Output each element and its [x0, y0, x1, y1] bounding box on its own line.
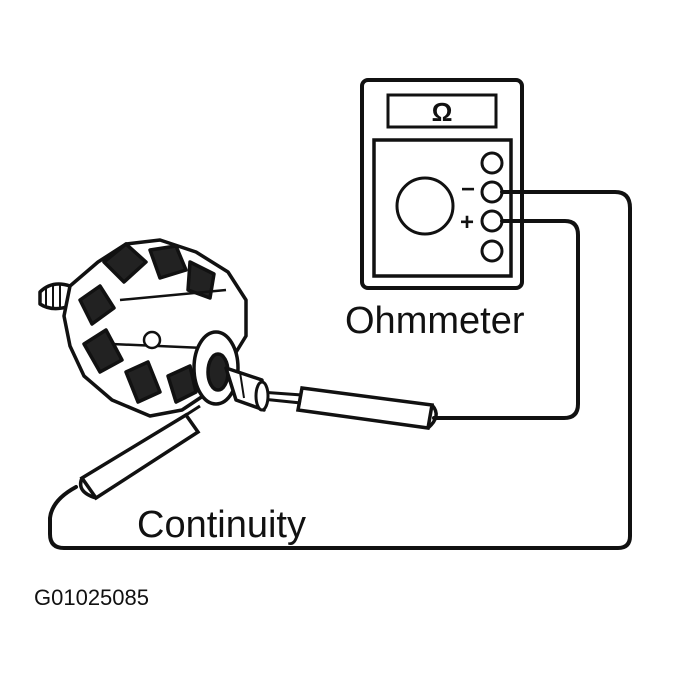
alternator-rotor [38, 238, 270, 418]
jack-1 [480, 151, 504, 175]
ohmmeter-display [386, 93, 498, 129]
ohmmeter-panel [372, 138, 513, 278]
claw-pole-2 [148, 244, 188, 280]
continuity-label: Continuity [137, 504, 306, 546]
positive-lead-wire [432, 219, 580, 420]
negative-lead-wire [48, 190, 632, 550]
positive-probe [259, 386, 438, 430]
ohm-symbol: Ω [432, 97, 453, 127]
slip-ring [206, 352, 230, 392]
jack-minus [480, 180, 504, 204]
claw-pole-5 [82, 328, 124, 374]
test-leads [48, 190, 632, 550]
jack-4 [480, 239, 504, 263]
minus-terminal-label: − [461, 176, 475, 203]
ohmmeter-label: Ohmmeter [345, 300, 525, 342]
figure-id: G01025085 [34, 585, 149, 610]
claw-pole-3 [186, 260, 216, 300]
ohmmeter: Ω − + [360, 78, 524, 290]
ohmmeter-dial [395, 176, 455, 236]
claw-pole-6 [124, 360, 162, 404]
claw-pole-4 [78, 284, 116, 326]
claw-pole-1 [102, 242, 148, 284]
negative-probe [78, 404, 201, 501]
ohmmeter-case [360, 78, 524, 290]
claw-pole-7 [166, 364, 198, 404]
jack-plus [480, 209, 504, 233]
plus-terminal-label: + [460, 209, 474, 236]
